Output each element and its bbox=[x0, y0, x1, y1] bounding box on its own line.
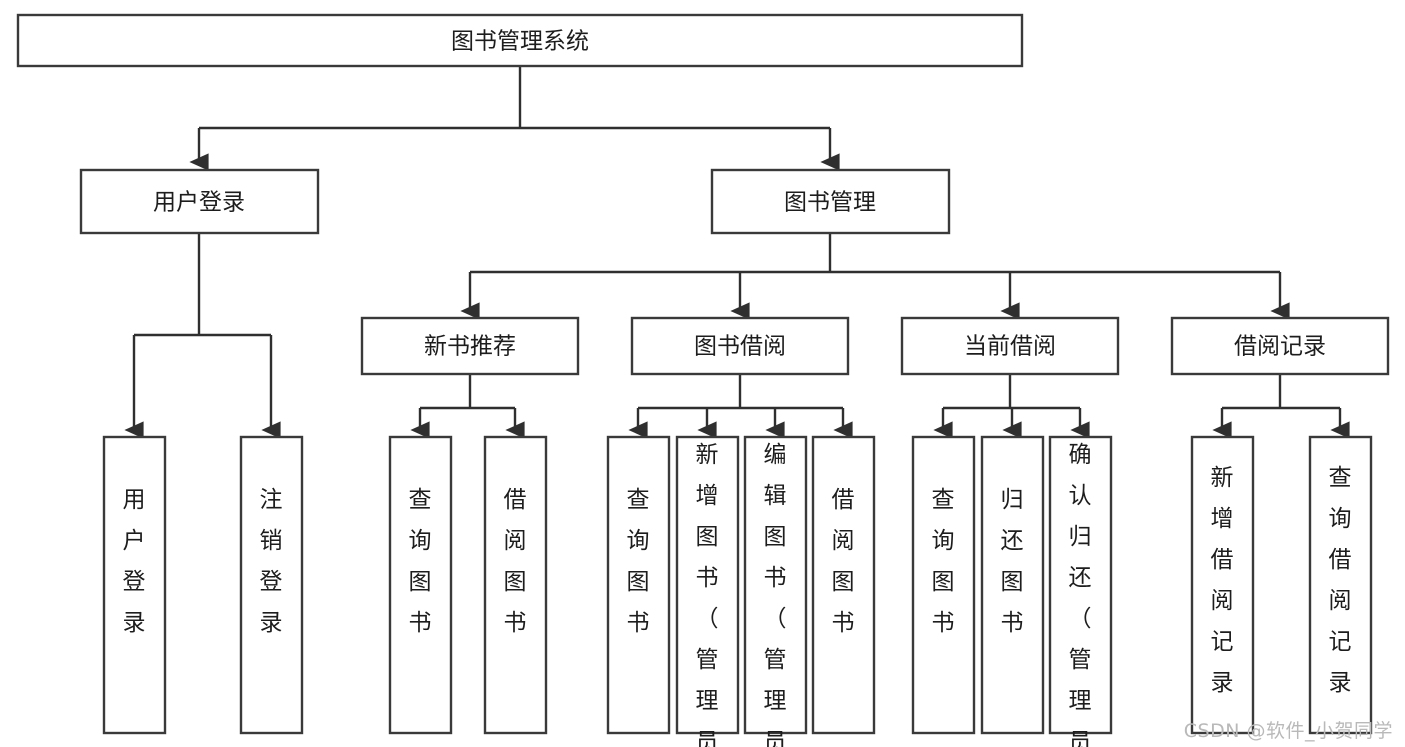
node-leaf-user-login-box[interactable] bbox=[102, 435, 167, 735]
node-root-label: 图书管理系统 bbox=[451, 29, 589, 55]
node-leaf-query-book-3-label: 查询图书 bbox=[932, 487, 955, 636]
node-leaf-add-record-box[interactable] bbox=[1190, 435, 1255, 735]
node-leaf-edit-book[interactable]: 编辑图书（管理员） bbox=[743, 435, 808, 747]
node-book-borrow-box[interactable] bbox=[630, 316, 850, 376]
node-leaf-user-logout[interactable]: 注销登录 bbox=[239, 435, 304, 735]
node-current-borrow[interactable]: 当前借阅 bbox=[900, 316, 1120, 376]
node-leaf-query-book-1-label: 查询图书 bbox=[409, 487, 432, 636]
node-leaf-query-book-3-box[interactable] bbox=[911, 435, 976, 735]
node-leaf-query-book-2[interactable]: 查询图书 bbox=[606, 435, 671, 735]
node-leaf-query-record-label: 查询借阅记录 bbox=[1329, 465, 1352, 696]
node-leaf-query-book-2-label: 查询图书 bbox=[627, 487, 650, 636]
node-leaf-borrow-book-1-box[interactable] bbox=[483, 435, 548, 735]
node-leaf-confirm-return[interactable]: 确认归还（管理员） bbox=[1048, 435, 1113, 747]
edge-layer bbox=[124, 66, 1350, 439]
node-root-box[interactable] bbox=[16, 13, 1024, 68]
node-leaf-add-record-label: 新增借阅记录 bbox=[1211, 465, 1234, 696]
node-leaf-return-book-label: 归还图书 bbox=[1001, 487, 1024, 636]
node-leaf-return-book[interactable]: 归还图书 bbox=[980, 435, 1045, 735]
node-user-login-label: 用户登录 bbox=[153, 190, 245, 216]
node-leaf-add-book-label: 新增图书（管理员） bbox=[696, 442, 719, 747]
node-new-book-recommend-label: 新书推荐 bbox=[424, 334, 516, 360]
node-leaf-add-record[interactable]: 新增借阅记录 bbox=[1190, 435, 1255, 735]
node-leaf-borrow-book-2[interactable]: 借阅图书 bbox=[811, 435, 876, 735]
node-user-login[interactable]: 用户登录 bbox=[79, 168, 320, 235]
node-new-book-recommend[interactable]: 新书推荐 bbox=[360, 316, 580, 376]
node-leaf-add-book-box[interactable] bbox=[675, 435, 740, 735]
node-leaf-user-login-label: 用户登录 bbox=[123, 487, 146, 636]
node-leaf-confirm-return-label: 确认归还（管理员） bbox=[1069, 442, 1092, 747]
node-book-manage[interactable]: 图书管理 bbox=[710, 168, 951, 235]
node-borrow-record-box[interactable] bbox=[1170, 316, 1390, 376]
node-book-manage-label: 图书管理 bbox=[784, 190, 876, 216]
node-leaf-borrow-book-2-label: 借阅图书 bbox=[832, 487, 855, 636]
node-leaf-edit-book-label: 编辑图书（管理员） bbox=[764, 442, 787, 747]
node-book-borrow-label: 图书借阅 bbox=[694, 334, 786, 360]
node-leaf-edit-book-box[interactable] bbox=[743, 435, 808, 735]
node-current-borrow-label: 当前借阅 bbox=[964, 334, 1056, 360]
node-leaf-user-logout-box[interactable] bbox=[239, 435, 304, 735]
node-leaf-confirm-return-box[interactable] bbox=[1048, 435, 1113, 735]
node-leaf-query-book-1-box[interactable] bbox=[388, 435, 453, 735]
node-leaf-query-record[interactable]: 查询借阅记录 bbox=[1308, 435, 1373, 735]
node-leaf-query-record-box[interactable] bbox=[1308, 435, 1373, 735]
node-leaf-borrow-book-1-label: 借阅图书 bbox=[504, 487, 527, 636]
node-borrow-record-label: 借阅记录 bbox=[1234, 334, 1326, 360]
node-leaf-user-logout-label: 注销登录 bbox=[260, 487, 283, 636]
node-leaf-user-login[interactable]: 用户登录 bbox=[102, 435, 167, 735]
node-leaf-borrow-book-1[interactable]: 借阅图书 bbox=[483, 435, 548, 735]
node-book-manage-box[interactable] bbox=[710, 168, 951, 235]
node-root[interactable]: 图书管理系统 bbox=[16, 13, 1024, 68]
node-borrow-record[interactable]: 借阅记录 bbox=[1170, 316, 1390, 376]
node-book-borrow[interactable]: 图书借阅 bbox=[630, 316, 850, 376]
node-leaf-query-book-3[interactable]: 查询图书 bbox=[911, 435, 976, 735]
node-user-login-box[interactable] bbox=[79, 168, 320, 235]
node-leaf-borrow-book-2-box[interactable] bbox=[811, 435, 876, 735]
node-leaf-return-book-box[interactable] bbox=[980, 435, 1045, 735]
node-leaf-add-book[interactable]: 新增图书（管理员） bbox=[675, 435, 740, 747]
node-leaf-query-book-2-box[interactable] bbox=[606, 435, 671, 735]
node-new-book-recommend-box[interactable] bbox=[360, 316, 580, 376]
node-leaf-query-book-1[interactable]: 查询图书 bbox=[388, 435, 453, 735]
node-current-borrow-box[interactable] bbox=[900, 316, 1120, 376]
csdn-watermark: CSDN @软件_小贺同学 bbox=[1183, 720, 1393, 742]
